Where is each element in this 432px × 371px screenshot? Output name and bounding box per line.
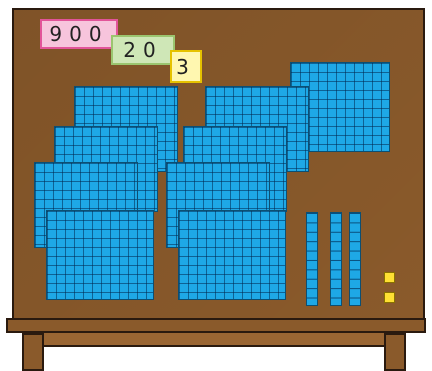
- hundred-flat: [178, 210, 286, 300]
- ones-card: 3: [170, 50, 202, 83]
- tens-card: 20: [111, 35, 175, 65]
- table-apron: [44, 333, 384, 347]
- table-top: [6, 318, 426, 333]
- ten-rod: [306, 212, 318, 306]
- hundreds-card: 900: [40, 19, 118, 49]
- table-leg-right: [384, 333, 406, 371]
- ones-value: 3: [176, 55, 196, 79]
- tens-value: 20: [123, 38, 162, 62]
- one-cube: [384, 272, 395, 283]
- hundred-flat: [46, 210, 154, 300]
- table-leg-left: [22, 333, 44, 371]
- hundreds-value: 900: [49, 22, 108, 46]
- ten-rod: [330, 212, 342, 306]
- one-cube: [384, 292, 395, 303]
- ten-rod: [349, 212, 361, 306]
